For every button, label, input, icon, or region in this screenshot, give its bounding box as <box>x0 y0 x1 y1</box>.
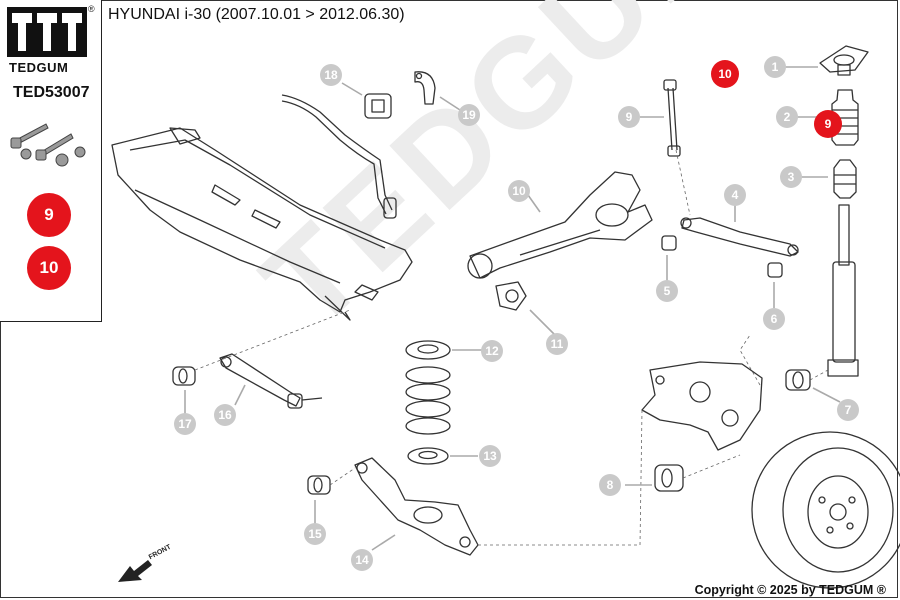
dust-boot <box>831 89 859 146</box>
wheel <box>751 431 900 589</box>
upper-control-arm <box>680 217 799 257</box>
callout-17: 17 <box>174 413 196 435</box>
stabilizer-link <box>663 79 681 157</box>
brand-name: TEDGUM <box>9 60 69 75</box>
shock-absorber <box>827 204 859 377</box>
callout-15: 15 <box>304 523 326 545</box>
callout-11: 11 <box>546 333 568 355</box>
upper-spring-seat <box>405 340 451 360</box>
callout-4: 4 <box>724 184 746 206</box>
shock-bushing <box>785 369 811 391</box>
front-arrow <box>118 560 152 582</box>
highlight-callout-9: 9 <box>814 110 842 138</box>
callout-10: 10 <box>508 180 530 202</box>
bushing-6 <box>767 262 783 278</box>
registered-mark: ® <box>88 4 95 14</box>
callout-5: 5 <box>656 280 678 302</box>
lower-control-arm <box>354 457 479 556</box>
callout-19: 19 <box>458 104 480 126</box>
callout-9: 9 <box>618 106 640 128</box>
callout-14: 14 <box>351 549 373 571</box>
callout-12: 12 <box>481 340 503 362</box>
kit-part-9: 9 <box>27 193 71 237</box>
callout-7: 7 <box>837 399 859 421</box>
callout-1: 1 <box>764 56 786 78</box>
kit-part-10: 10 <box>27 246 71 290</box>
strut-top-mount <box>819 45 869 76</box>
bushing-5 <box>661 235 677 251</box>
callout-13: 13 <box>479 445 501 467</box>
sidebar: ® TEDGUM TED53007 9 10 <box>0 0 102 322</box>
stabilizer-clamp <box>414 71 436 105</box>
lower-spring-seat <box>407 447 449 465</box>
coil-spring <box>405 366 451 435</box>
bump-stop <box>833 159 857 199</box>
callout-18: 18 <box>320 64 342 86</box>
callout-6: 6 <box>763 308 785 330</box>
bolt-kit-image <box>10 123 86 167</box>
part-code: TED53007 <box>13 84 90 101</box>
lateral-link <box>219 353 323 409</box>
knuckle-bushing <box>654 464 684 492</box>
rear-subframe <box>111 127 413 321</box>
stabilizer-bushing <box>364 93 392 119</box>
callout-8: 8 <box>599 474 621 496</box>
highlight-callout-10: 10 <box>711 60 739 88</box>
callout-16: 16 <box>214 404 236 426</box>
callout-2: 2 <box>776 106 798 128</box>
callout-3: 3 <box>780 166 802 188</box>
vehicle-title: HYUNDAI i-30 (2007.10.01 > 2012.06.30) <box>108 6 405 23</box>
wheel-knuckle <box>641 361 763 451</box>
stabilizer-bar <box>281 94 397 219</box>
trailing-arm <box>467 171 653 279</box>
lower-arm-bushing <box>307 475 331 495</box>
lateral-link-bushing <box>172 366 196 386</box>
trailing-arm-bushing <box>495 281 527 311</box>
tedgum-logo <box>7 7 87 57</box>
copyright: Copyright © 2025 by TEDGUM ® <box>694 583 886 597</box>
